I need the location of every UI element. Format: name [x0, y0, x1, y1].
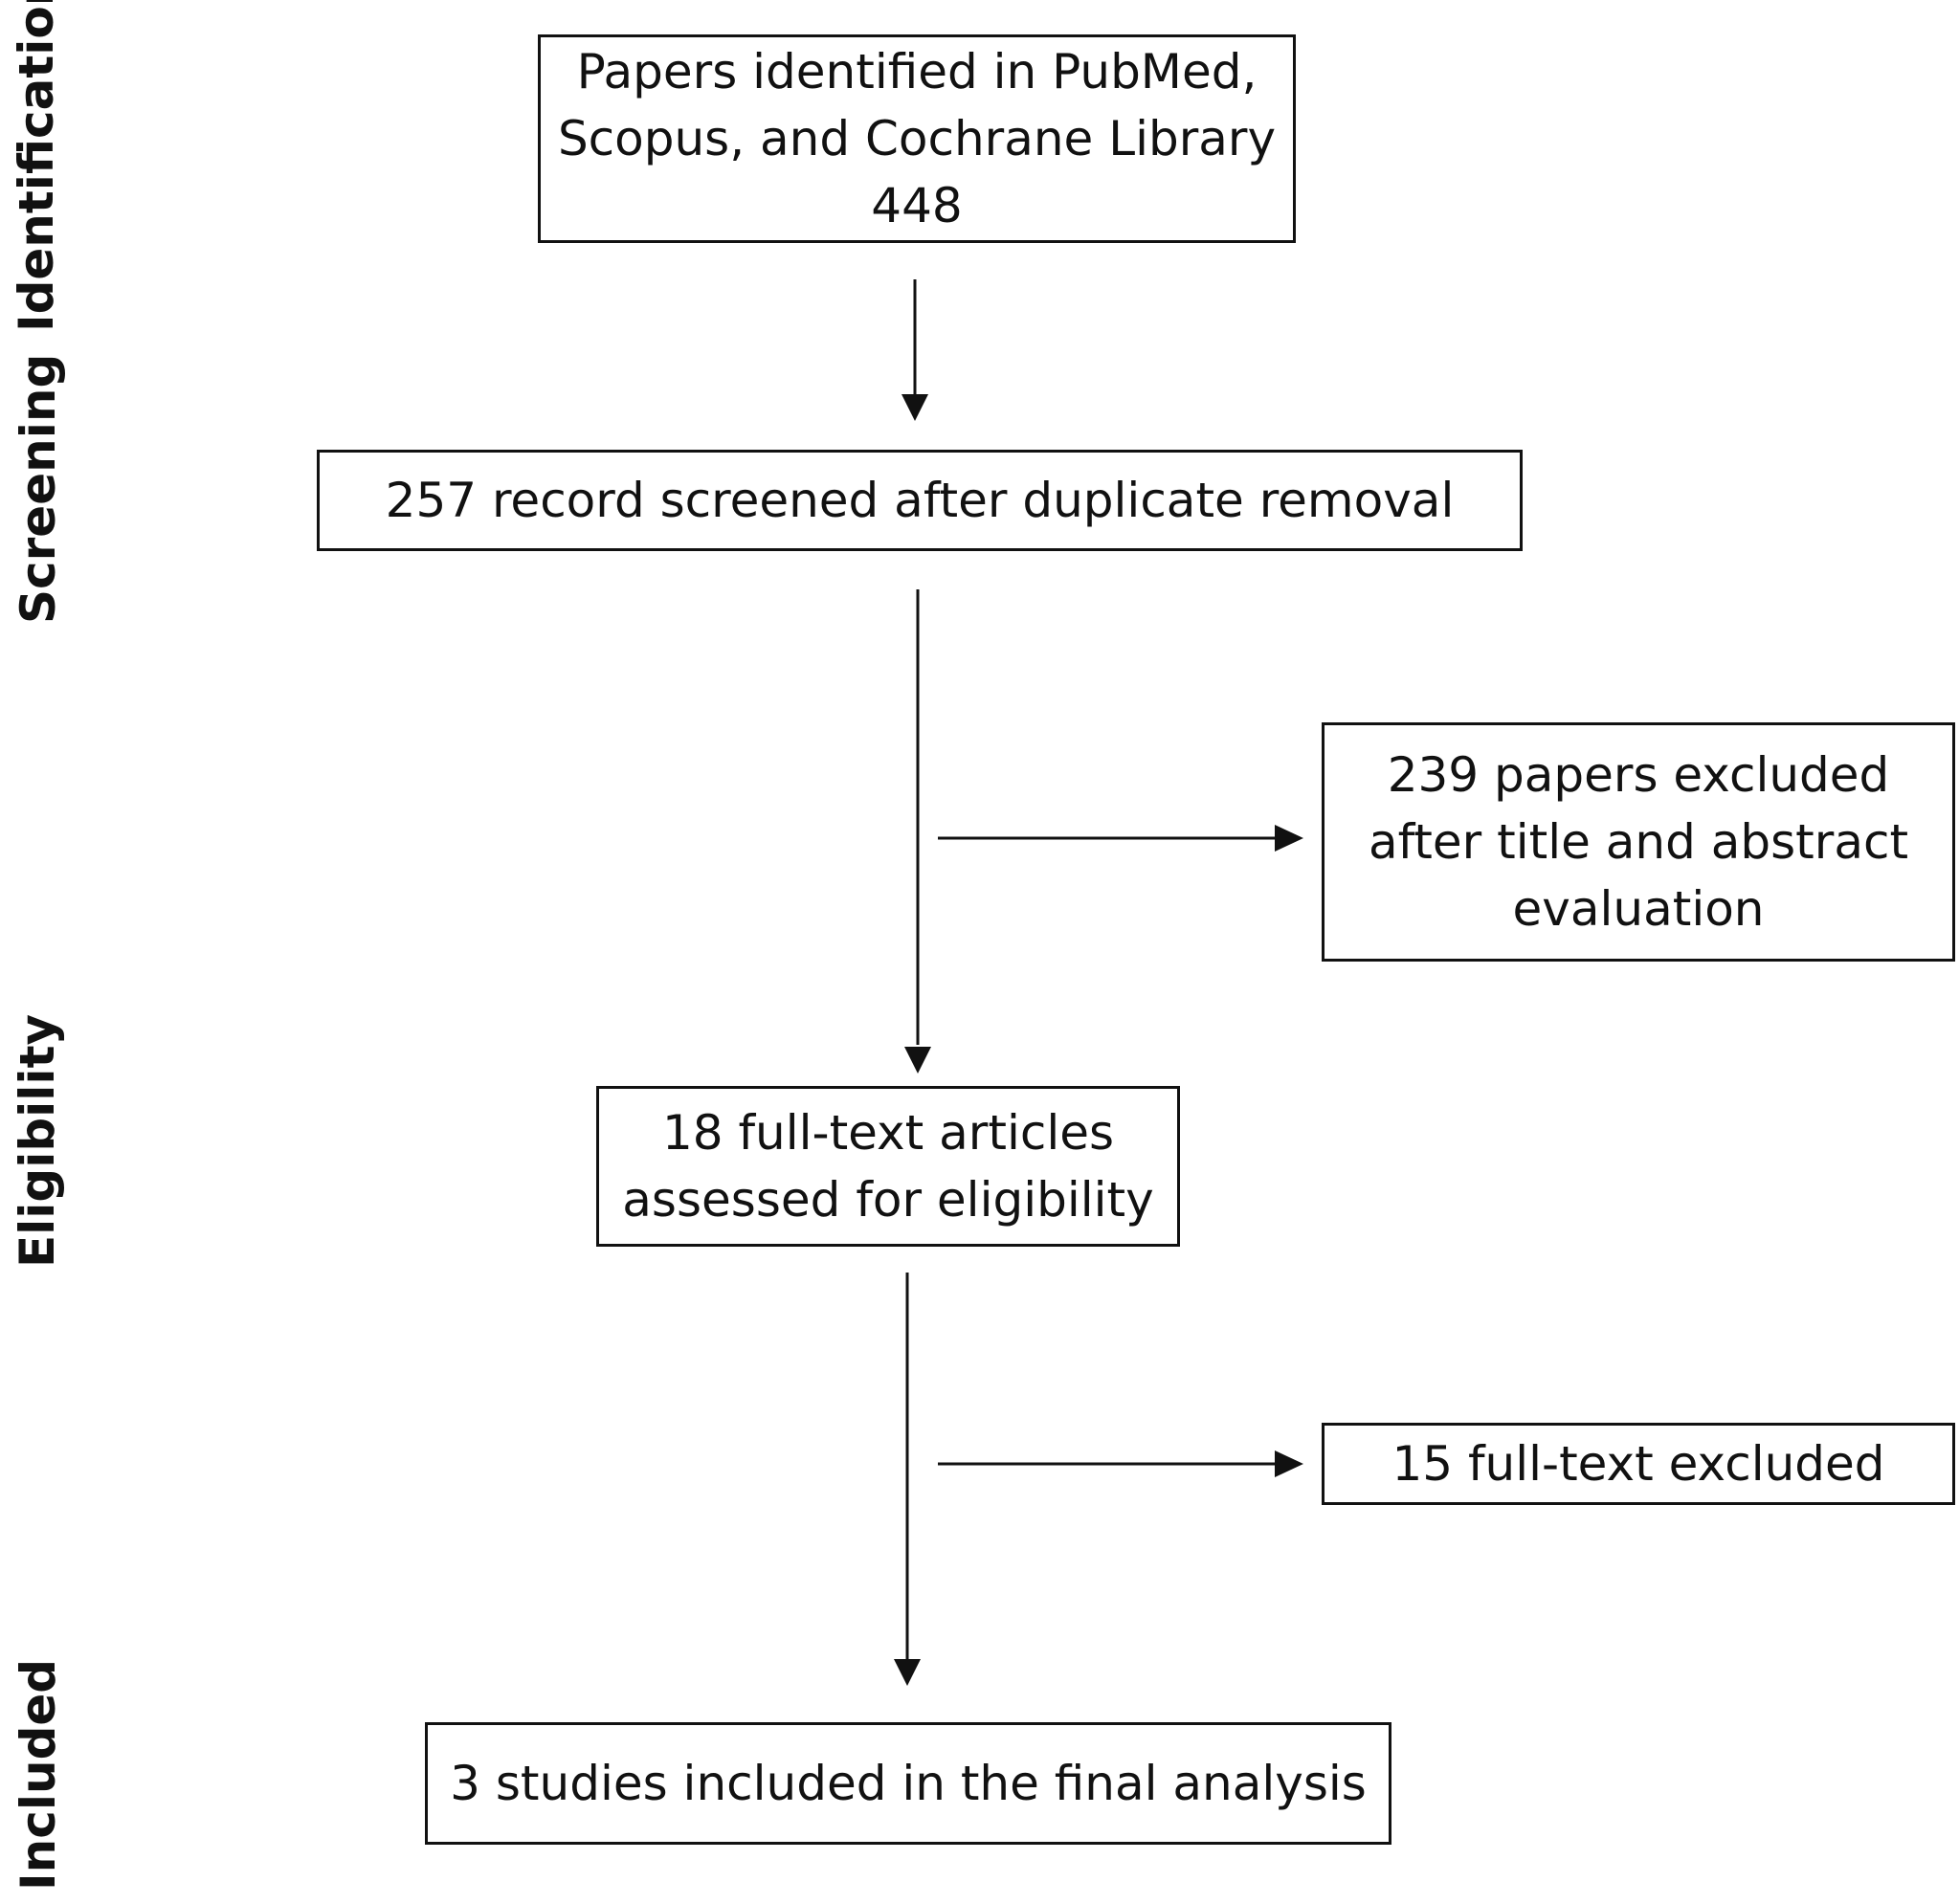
box-excluded-title-abstract: 239 papers excluded after title and abst…	[1322, 722, 1955, 962]
arrowhead-to-full-text-excluded	[1275, 1450, 1303, 1477]
arrowhead-to-excluded-title-abstract	[1275, 825, 1303, 852]
box-full-text-assessed: 18 full-text articles assessed for eligi…	[596, 1086, 1180, 1247]
arrowhead-identified-to-screened	[902, 394, 928, 421]
box-screened-records-text: 257 record screened after duplicate remo…	[385, 473, 1455, 528]
box-identified-records-text: Papers identified in PubMed, Scopus, and…	[557, 44, 1277, 233]
box-excluded-title-abstract-text: 239 papers excluded after title and abst…	[1368, 747, 1909, 937]
box-included-final: 3 studies included in the final analysis	[425, 1722, 1391, 1845]
arrowhead-screened-to-assessed	[904, 1047, 931, 1074]
box-identified-records: Papers identified in PubMed, Scopus, and…	[538, 34, 1296, 243]
box-screened-records: 257 record screened after duplicate remo…	[317, 450, 1523, 551]
box-included-final-text: 3 studies included in the final analysis	[450, 1756, 1367, 1811]
box-full-text-excluded: 15 full-text excluded	[1322, 1423, 1955, 1505]
box-full-text-assessed-text: 18 full-text articles assessed for eligi…	[622, 1105, 1154, 1228]
box-full-text-excluded-text: 15 full-text excluded	[1391, 1436, 1885, 1492]
arrowhead-assessed-to-included	[894, 1659, 921, 1686]
